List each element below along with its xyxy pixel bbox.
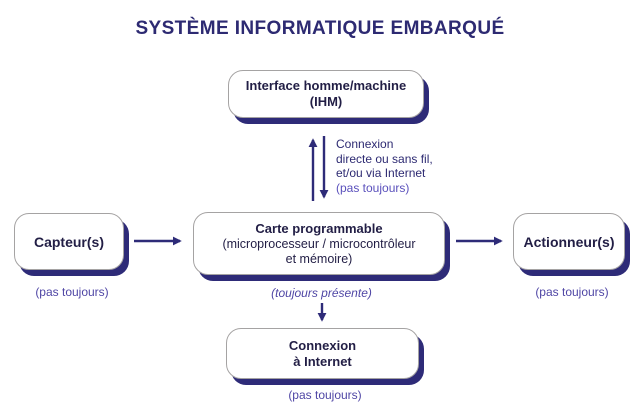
node-internet: Connexion à Internet bbox=[226, 328, 419, 379]
node-actionneur-label: Actionneur(s) bbox=[523, 233, 615, 250]
node-ihm: Interface homme/machine (IHM) bbox=[228, 70, 424, 118]
node-capteur: Capteur(s) bbox=[14, 213, 124, 270]
node-carte: Carte programmable (microprocesseur / mi… bbox=[193, 212, 445, 275]
node-internet-line2: à Internet bbox=[293, 353, 352, 369]
node-ihm-line1: Interface homme/machine bbox=[245, 78, 407, 93]
connection-note-line3: et/ou via Internet bbox=[336, 166, 426, 180]
connection-note-line4: (pas toujours) bbox=[336, 180, 410, 195]
caption-internet: (pas toujours) bbox=[288, 388, 362, 402]
node-carte-sub1: (microprocesseur / microcontrôleur bbox=[222, 236, 416, 251]
caption-actionneur: (pas toujours) bbox=[535, 285, 609, 299]
connection-note-line2: directe ou sans fil, bbox=[336, 151, 433, 166]
connection-note: Connexion directe ou sans fil, et/ou via… bbox=[336, 137, 433, 195]
node-actionneur: Actionneur(s) bbox=[513, 213, 625, 270]
node-carte-sub2: et mémoire) bbox=[285, 251, 353, 266]
diagram-title: SYSTÈME INFORMATIQUE EMBARQUÉ bbox=[135, 18, 505, 39]
caption-carte: (toujours présente) bbox=[271, 286, 372, 300]
node-capteur-label: Capteur(s) bbox=[33, 233, 104, 250]
connection-note-line1: Connexion bbox=[336, 137, 394, 151]
node-internet-line1: Connexion bbox=[288, 337, 357, 353]
node-carte-title: Carte programmable bbox=[255, 220, 383, 236]
caption-capteur: (pas toujours) bbox=[35, 285, 109, 299]
node-ihm-line2: (IHM) bbox=[309, 94, 343, 109]
